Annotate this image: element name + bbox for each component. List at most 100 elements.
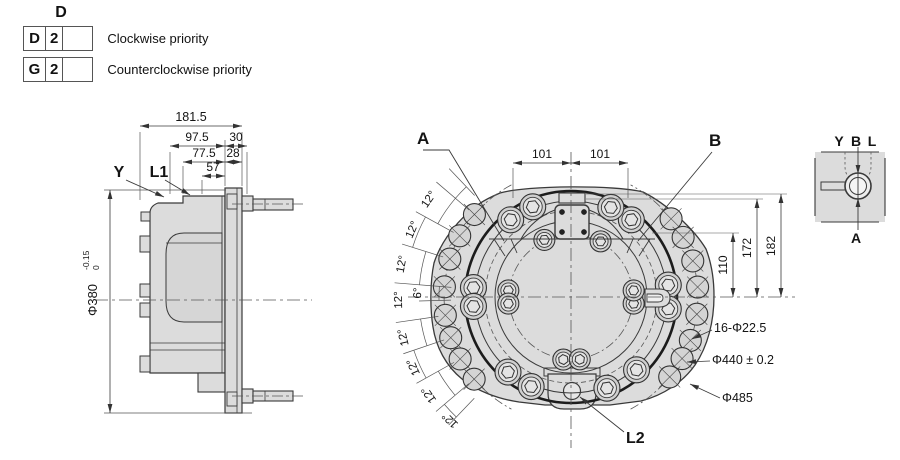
side-port <box>139 235 151 253</box>
angle-extension-line <box>415 211 454 233</box>
web-line <box>626 238 634 254</box>
hole-crosshair <box>686 276 709 298</box>
hex-socket <box>595 236 607 247</box>
dim-975: 97.5 <box>185 130 209 144</box>
hex-socket <box>574 353 585 365</box>
detail-label-l: L <box>868 133 877 149</box>
leader-line <box>637 151 713 242</box>
detail-label-y: Y <box>834 133 844 149</box>
legend-num-cell: 2 <box>44 56 64 82</box>
dim-182: 182 <box>764 236 778 256</box>
legend-row-label: Counterclockwise priority <box>107 61 252 77</box>
dim-overall: 181.5 <box>175 110 206 124</box>
dim-arrow <box>754 199 760 208</box>
legend-code-cell: G <box>23 56 46 82</box>
detail-label-b: B <box>851 133 861 149</box>
dim-101-right: 101 <box>590 147 610 161</box>
web-line <box>510 238 518 254</box>
side-port <box>140 211 151 222</box>
socket-bolt-inner <box>498 362 518 383</box>
hex-socket <box>661 302 676 316</box>
side-port <box>139 283 151 298</box>
dim-tol-upper: 0 <box>91 265 101 270</box>
angle-label-12: 12° <box>393 291 405 309</box>
dim-arrow <box>202 173 211 179</box>
side-port <box>139 302 151 318</box>
dim-arrow <box>580 397 589 405</box>
angle-arc <box>444 404 457 418</box>
socket-bolt-inner <box>500 209 521 230</box>
legend-heading: D <box>55 4 67 21</box>
angle-extension-line <box>436 181 470 211</box>
hole-crosshair <box>434 304 457 327</box>
angle-arc <box>455 186 467 199</box>
dim-arrow <box>170 143 179 149</box>
dim-arrow <box>107 404 113 413</box>
hole-crosshair <box>463 203 486 226</box>
side-port <box>139 355 151 373</box>
hex-socket <box>558 354 569 366</box>
angle-extension-line <box>401 243 444 258</box>
hex-socket <box>502 298 514 309</box>
dim-28: 28 <box>226 146 240 160</box>
block-screw <box>581 229 587 235</box>
angle-label-6: 6° <box>412 287 424 298</box>
hole-crosshair <box>672 226 694 249</box>
dim-arrow <box>140 123 149 129</box>
angle-label-12: 12° <box>405 357 423 378</box>
angle-extension-line <box>435 383 470 412</box>
dim-arrow <box>562 160 571 166</box>
dim-110: 110 <box>716 255 730 274</box>
legend-blank-cell <box>62 56 94 82</box>
block-screw <box>559 229 565 235</box>
angle-extension-line <box>403 339 445 355</box>
angle-label-12: 12° <box>404 219 422 240</box>
detail-label-a: A <box>851 230 861 246</box>
label-l2: L2 <box>626 430 645 447</box>
dim-arrow <box>619 160 628 166</box>
hex-socket <box>538 234 550 245</box>
hex-socket <box>628 285 640 296</box>
socket-bolt-inner <box>592 233 609 250</box>
callout-holes: 16-Φ22.5 <box>714 321 766 335</box>
angle-arc <box>437 198 456 224</box>
socket-bolt-inner <box>626 359 647 380</box>
socket-bolt-inner <box>596 378 617 399</box>
angle-label-12: 12° <box>396 327 412 347</box>
stud-rod <box>252 198 294 211</box>
socket-bolt-inner <box>522 196 543 217</box>
dim-arrow <box>107 190 113 199</box>
hole-crosshair <box>448 225 471 247</box>
callout-bolt-circle: Φ440 ± 0.2 <box>712 353 774 367</box>
angle-arc <box>419 251 427 285</box>
dim-arrow <box>233 159 242 165</box>
hex-socket <box>524 380 539 394</box>
dim-arrow <box>216 159 225 165</box>
legend-num-cell: 2 <box>44 25 64 51</box>
flange-boss <box>226 193 238 210</box>
hole-crosshair <box>463 368 485 390</box>
angle-label-12: 12° <box>395 255 410 274</box>
socket-bolt-inner <box>521 376 542 397</box>
hex-socket <box>466 299 481 313</box>
socket-bolt-inner <box>536 231 553 248</box>
priority-legend: D D 2 Clockwise priority G 2 Countercloc… <box>23 4 252 87</box>
block-screw <box>559 209 565 215</box>
block-screw <box>581 209 587 215</box>
angle-arc <box>412 216 426 248</box>
flange-outline <box>430 186 715 406</box>
hole-crosshair <box>439 248 461 270</box>
dim-arrow <box>687 359 697 365</box>
dim-172: 172 <box>740 238 754 258</box>
socket-bolt-inner <box>500 295 517 312</box>
block-wing <box>588 209 624 240</box>
hex-socket <box>599 381 614 395</box>
dim-arrow <box>730 233 736 242</box>
hole-crosshair <box>660 208 682 230</box>
leader-line <box>579 396 625 433</box>
label-b: B <box>709 131 721 150</box>
angle-label-12: 12° <box>440 409 461 430</box>
hole-crosshair <box>671 347 693 370</box>
angle-extension-line <box>395 315 439 323</box>
